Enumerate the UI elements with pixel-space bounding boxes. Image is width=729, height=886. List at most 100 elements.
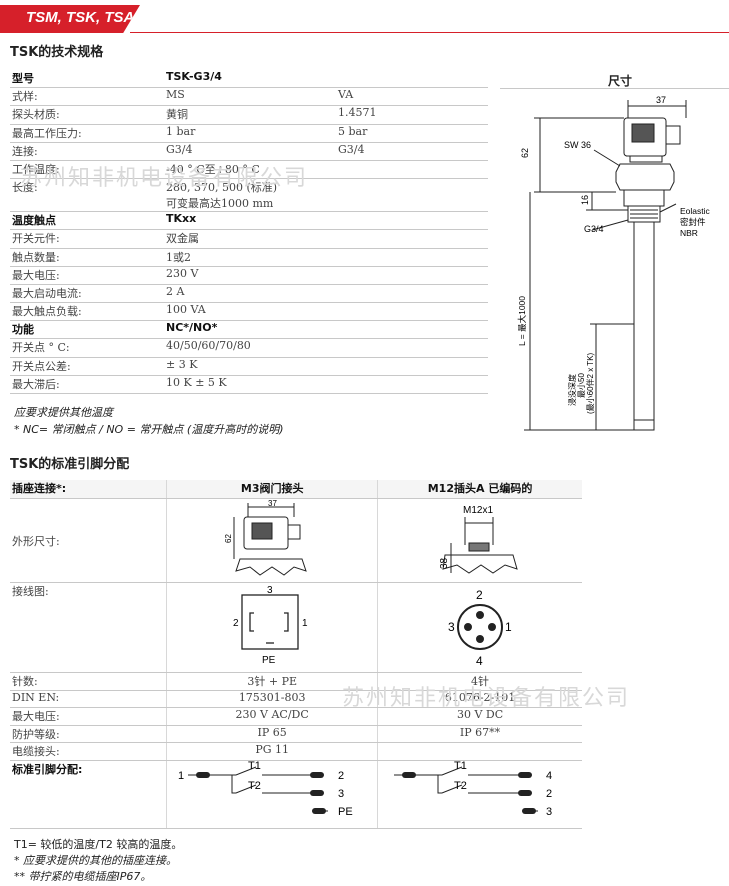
spec-value: 40/50/60/70/80	[164, 338, 336, 358]
spec-value: 280, 370, 500 (标准)可变最高达1000 mm	[164, 178, 336, 213]
pins-row-m3: IP 65	[166, 725, 378, 744]
dim-immersion-2: 最小50	[577, 373, 586, 398]
watermark-1: 苏州知非机电设备有限公司	[20, 166, 309, 191]
seal-label-2: 密封件	[680, 217, 706, 227]
pins-row-m12: IP 67**	[377, 725, 582, 744]
dim-immersion-1: 浸没深度	[567, 374, 577, 406]
spec-label: 最大启动电流:	[10, 284, 164, 304]
spec-label: 开关点 ° C:	[10, 338, 164, 358]
spec-row: 开关点公差:± 3 K	[10, 357, 488, 376]
spec-value	[336, 338, 488, 358]
shape-m12-cell: M12x1 38	[377, 498, 582, 583]
footnote-3: ** 带拧紧的电缆插座IP67。	[14, 870, 152, 883]
pins-row-m3: PG 11	[166, 742, 378, 761]
spec-label: 长度:	[10, 178, 164, 213]
spec-value: 100 VA	[164, 302, 336, 322]
dim-length: L = 最大1000	[517, 296, 527, 346]
spec-value: ± 3 K	[164, 357, 336, 376]
spec-label: 探头材质:	[10, 105, 164, 125]
m3-shape-drawing: 37 62	[224, 499, 307, 576]
dim-immersion-3: (最小60伴2 x TK)	[585, 352, 595, 414]
pins-row-m12	[377, 742, 582, 761]
assign-m12-cell: T1 T2 4 2 3	[377, 760, 582, 829]
spec-value: 2 A	[164, 284, 336, 304]
dimension-rule	[500, 88, 729, 89]
spec-value	[336, 70, 488, 89]
m12-assign-out-3: 3	[546, 806, 552, 818]
banner-rule	[130, 32, 729, 33]
m12-assign-out-4: 4	[546, 770, 552, 782]
spec-value: TSK-G3/4	[164, 70, 336, 89]
dim-37: 37	[656, 95, 666, 105]
spec-label: 开关点公差:	[10, 357, 164, 376]
banner-title: TSM, TSK, TSA	[26, 9, 135, 26]
spec-row: 长度:280, 370, 500 (标准)可变最高达1000 mm	[10, 178, 488, 213]
spec-value-line: 可变最高达1000 mm	[166, 197, 274, 211]
spec-value: 1或2	[164, 248, 336, 267]
assign-label: 标准引脚分配:	[10, 760, 167, 829]
spec-value: G3/4	[164, 142, 336, 161]
m3-assign-in: 1	[178, 770, 184, 782]
seal-label-1: Eolastic	[680, 206, 711, 216]
m12-pin-3: 3	[448, 620, 455, 634]
m12-assign-diagram: T1 T2 4 2 3	[394, 760, 552, 818]
spec-value	[336, 248, 488, 267]
m3-assign-out-2: 2	[338, 770, 344, 782]
dimension-drawing: 37 62 SW 36 16 G3/4 Eolastic 密封件 NBR L =…	[517, 95, 711, 431]
dim-g34: G3/4	[584, 224, 604, 234]
m12-assign-t2: T2	[454, 780, 467, 792]
m3-wiring-diagram: 3 2 1 PE	[233, 585, 308, 666]
m12-shape-drawing: M12x1 38	[439, 505, 518, 574]
spec-value: VA	[336, 87, 488, 107]
m12-pin-4: 4	[476, 654, 483, 668]
spec-value	[336, 320, 488, 340]
spec-label: 触点数量:	[10, 248, 164, 267]
pins-row-m12: 30 V DC	[377, 707, 582, 726]
wiring-label: 接线图:	[10, 582, 167, 673]
spec-value	[336, 375, 488, 395]
spec-value	[336, 284, 488, 304]
header-banner: TSM, TSK, TSA	[0, 0, 729, 34]
spec-value: 10 K ± 5 K	[164, 375, 336, 395]
pins-row-label: 最大电压:	[10, 707, 167, 726]
spec-label: 型号	[10, 70, 164, 89]
spec-value	[336, 211, 488, 231]
wiring-m3-cell: 3 2 1 PE	[166, 582, 378, 673]
spec-row: 触点数量:1或2	[10, 248, 488, 267]
m3-pin-2: 2	[233, 618, 239, 629]
spec-value	[336, 160, 488, 180]
pins-header-socket: 插座连接*:	[10, 480, 167, 499]
m12-assign-out-2: 2	[546, 788, 552, 800]
m3-assign-out-pe: PE	[338, 806, 353, 818]
spec-label: 最大触点负载:	[10, 302, 164, 322]
spec-value: 5 bar	[336, 124, 488, 143]
spec-value: G3/4	[336, 142, 488, 161]
spec-row: 开关元件:双金属	[10, 229, 488, 249]
spec-value: 230 V	[164, 266, 336, 285]
m3-pin-3: 3	[267, 585, 273, 596]
spec-row: 工作温度:-40 ° C至+80 ° C	[10, 160, 488, 180]
spec-label: 功能	[10, 320, 164, 340]
spec-value	[336, 266, 488, 285]
pins-section-title: TSK的标准引脚分配	[10, 457, 130, 472]
wiring-m12-cell: 2 3 1 4	[377, 582, 582, 673]
m12-wiring-diagram: 2 3 1 4	[448, 588, 512, 668]
spec-note-2: * NC= 常闭触点 / NO = 常开触点 (温度升高时的说明)	[14, 423, 284, 436]
spec-label: 最大滞后:	[10, 375, 164, 395]
pins-row-label: 防护等级:	[10, 725, 167, 744]
spec-value: 双金属	[164, 229, 336, 249]
spec-label: 式样:	[10, 87, 164, 107]
pins-row-m12: 4针	[377, 672, 582, 691]
shape-m3-cell: 37 62	[166, 498, 378, 583]
pins-row-m3: 230 V AC/DC	[166, 707, 378, 726]
spec-value: 黄铜	[164, 105, 336, 125]
m3-assign-diagram: 1 T1 T2 2 3 PE	[178, 760, 353, 818]
spec-note-1: 应要求提供其他温度	[14, 406, 113, 419]
seal-label-3: NBR	[680, 228, 698, 238]
